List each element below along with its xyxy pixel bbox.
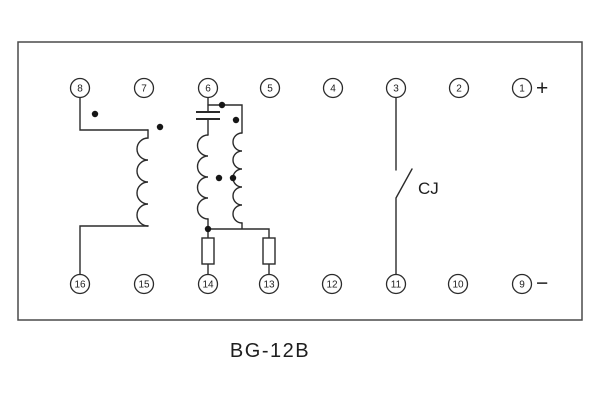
terminal-label: 8 (77, 84, 83, 95)
terminal-label: 4 (330, 84, 336, 95)
terminal-label: 14 (202, 280, 214, 291)
polarity-dot-5 (215, 174, 223, 182)
terminal-bottom-12: 12 (321, 273, 343, 295)
terminal-bottom-10: 10 (447, 273, 469, 295)
terminal-circle (133, 273, 155, 295)
polarity-dot-1 (91, 110, 99, 118)
terminal-circle (385, 77, 407, 99)
terminal-circle (258, 273, 280, 295)
terminal-circle (321, 273, 343, 295)
wire-contact-branch (395, 96, 413, 276)
terminal-bottom-13: 13 (258, 273, 280, 295)
terminal-bottom-15: 15 (133, 273, 155, 295)
terminal-top-4: 4 (322, 77, 344, 99)
terminal-top-6: 6 (197, 77, 219, 99)
positive-sign: + (536, 77, 548, 100)
wire-primary-branch (79, 96, 149, 276)
capacitor (196, 111, 220, 120)
terminal-label: 9 (519, 280, 525, 291)
terminal-circle (197, 273, 219, 295)
polarity-dot-6 (229, 174, 237, 182)
junction-dot-1 (204, 225, 212, 233)
coil-secondary-winding-1 (196, 134, 209, 220)
terminal-top-7: 7 (133, 77, 155, 99)
terminal-circle (448, 77, 470, 99)
terminal-circle (197, 77, 219, 99)
terminal-circle (447, 273, 469, 295)
terminal-label: 11 (391, 280, 402, 291)
terminal-circle (385, 273, 407, 295)
terminal-circle (322, 77, 344, 99)
terminal-circle (69, 273, 91, 295)
terminal-circle (511, 273, 533, 295)
terminal-label: 10 (452, 280, 464, 291)
terminal-label: 3 (393, 84, 399, 95)
terminal-label: 2 (456, 84, 462, 95)
resistor-2 (262, 237, 276, 265)
polarity-dot-4 (232, 116, 240, 124)
terminal-label: 7 (141, 84, 147, 95)
terminal-label: 15 (138, 280, 150, 291)
polarity-dot-2 (156, 123, 164, 131)
terminal-top-5: 5 (259, 77, 281, 99)
wire-coil2-bottom-branch (207, 222, 270, 276)
terminal-label: 6 (205, 84, 211, 95)
contact-label: CJ (418, 179, 439, 198)
terminal-top-1: 1 (511, 77, 533, 99)
terminal-bottom-16: 16 (69, 273, 91, 295)
terminal-label: 1 (519, 84, 525, 95)
diagram-title: BG-12B (230, 340, 310, 362)
terminal-bottom-11: 11 (385, 273, 407, 295)
terminal-circle (69, 77, 91, 99)
terminal-bottom-9: 9 (511, 273, 533, 295)
terminal-label: 13 (263, 280, 275, 291)
terminal-top-3: 3 (385, 77, 407, 99)
terminal-label: 12 (326, 280, 338, 291)
resistor-1 (201, 237, 215, 265)
terminal-label: 5 (267, 84, 273, 95)
schematic-border (17, 41, 583, 321)
terminal-circle (259, 77, 281, 99)
coil-primary-winding (136, 129, 149, 227)
terminal-circle (511, 77, 533, 99)
terminal-label: 16 (74, 280, 86, 291)
terminal-circle (133, 77, 155, 99)
terminal-top-2: 2 (448, 77, 470, 99)
terminal-top-8: 8 (69, 77, 91, 99)
polarity-dot-3 (218, 101, 226, 109)
terminal-bottom-14: 14 (197, 273, 219, 295)
negative-sign: − (536, 272, 548, 295)
